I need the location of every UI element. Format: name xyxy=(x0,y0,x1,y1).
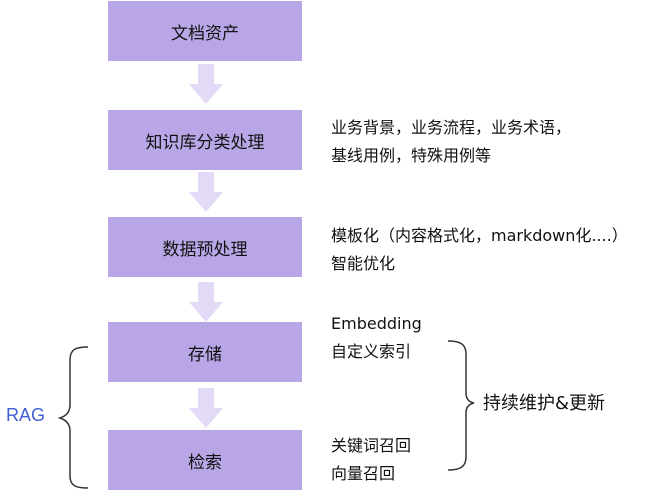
note-line: 向量召回 xyxy=(331,464,396,483)
step-label: 存储 xyxy=(188,344,222,365)
down-arrow-icon xyxy=(189,172,223,212)
note-line: Embedding xyxy=(331,314,422,333)
rag-label: RAG xyxy=(6,405,46,425)
down-arrow-icon xyxy=(189,64,223,104)
step-label: 数据预处理 xyxy=(162,239,248,260)
step-knowledge-classification: 知识库分类处理 xyxy=(108,110,302,170)
retrieval-notes: 关键词召回 向量召回 xyxy=(331,432,411,488)
step-retrieval: 检索 xyxy=(108,430,302,490)
maintenance-label: 持续维护&更新 xyxy=(483,393,606,414)
note-line: 自定义索引 xyxy=(331,342,412,361)
preprocessing-notes: 模板化（内容格式化，markdown化....） 智能优化 xyxy=(331,222,628,278)
step-label: 文档资产 xyxy=(171,23,239,44)
down-arrow-icon xyxy=(189,388,223,428)
rag-left-brace xyxy=(57,346,89,489)
down-arrow-icon xyxy=(189,282,223,322)
note-line: 模板化（内容格式化，markdown化....） xyxy=(331,226,628,245)
step-storage: 存储 xyxy=(108,322,302,382)
storage-notes: Embedding 自定义索引 xyxy=(331,310,422,366)
classification-notes: 业务背景，业务流程，业务术语， 基线用例，特殊用例等 xyxy=(331,114,571,170)
note-line: 业务背景，业务流程，业务术语， xyxy=(331,118,572,137)
step-document-assets: 文档资产 xyxy=(108,1,302,61)
note-line: 基线用例，特殊用例等 xyxy=(331,146,492,165)
note-line: 关键词召回 xyxy=(331,436,412,455)
note-line: 智能优化 xyxy=(331,254,396,273)
step-data-preprocessing: 数据预处理 xyxy=(108,217,302,277)
step-label: 知识库分类处理 xyxy=(145,132,265,153)
maintenance-right-brace xyxy=(447,340,475,471)
step-label: 检索 xyxy=(188,452,222,473)
